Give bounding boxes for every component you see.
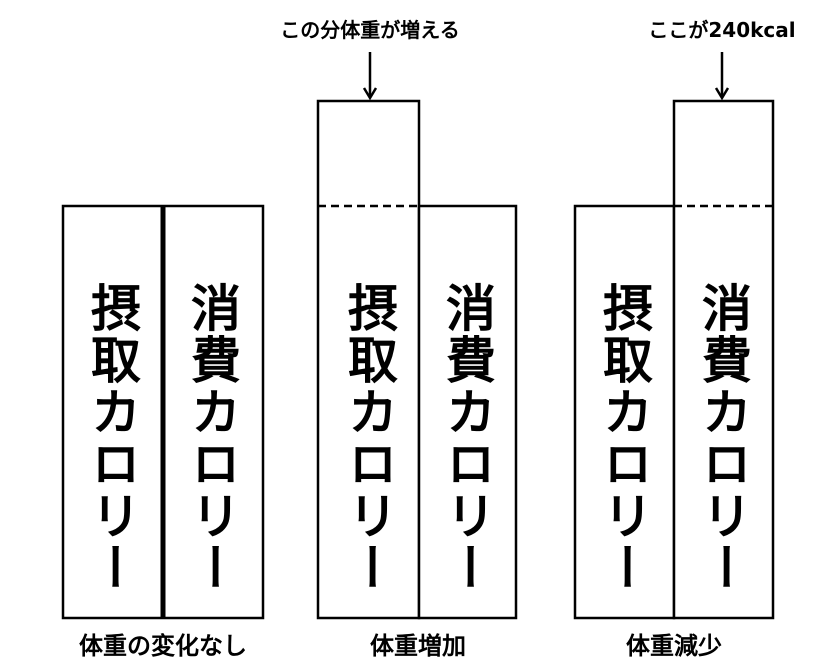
panel-2-expenditure-text: 消費カロリー [438, 282, 496, 594]
panel-2-label: 体重増加 [370, 632, 466, 660]
panel-2-expenditure-bar [417, 204, 518, 620]
panel-no-change: 摂取カロリー 消費カロリー 体重の変化なし [61, 204, 265, 660]
panel-2-arrowhead-icon [362, 87, 378, 101]
panel-3-label: 体重減少 [626, 632, 722, 660]
panel-weight-gain: この分体重が増える 摂取カロリー 消費カロリー 体重増加 [280, 18, 518, 660]
panel-weight-loss: ここが240kcal 摂取カロリー 消費カロリー 体重減少 [573, 18, 796, 660]
panel-3-expenditure-text: 消費カロリー [694, 282, 752, 594]
panel-3-expenditure-bar [672, 99, 775, 620]
panel-3-intake-text: 摂取カロリー [595, 282, 653, 594]
panel-2-annotation: この分体重が増える [280, 18, 459, 42]
panel-1-intake-text: 摂取カロリー [83, 282, 141, 594]
panel-1-label: 体重の変化なし [79, 632, 247, 660]
panel-3-annotation: ここが240kcal [648, 18, 795, 42]
panel-2-intake-text: 摂取カロリー [340, 282, 398, 594]
panel-1-expenditure-text: 消費カロリー [183, 282, 241, 594]
panel-3-arrowhead-icon [714, 87, 730, 101]
panel-2-intake-bar [316, 99, 421, 620]
